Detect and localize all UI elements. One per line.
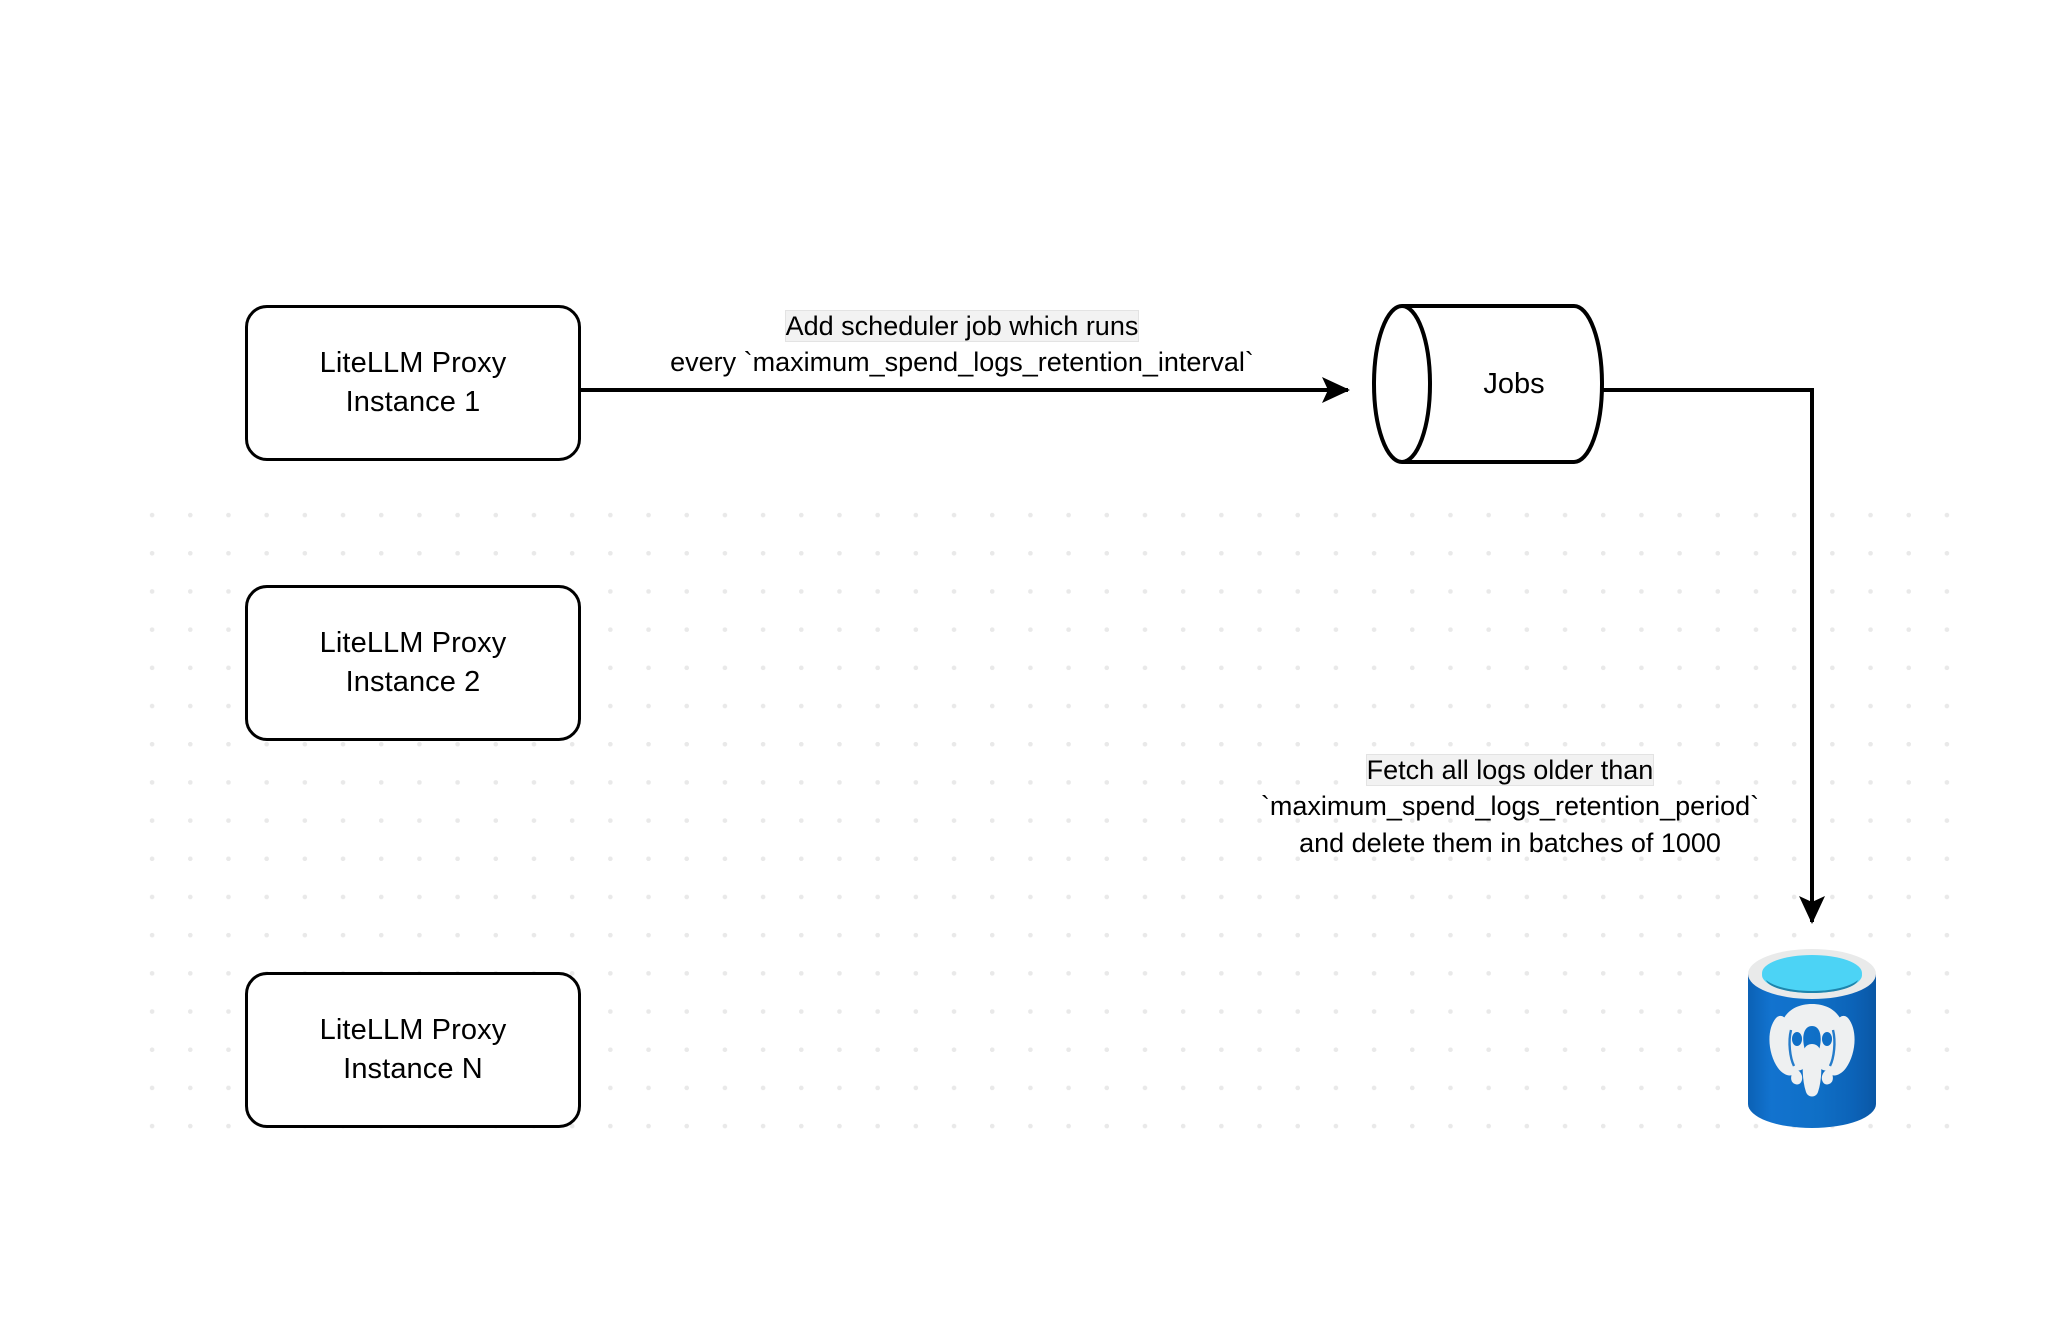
postgresql-elephant-database-icon xyxy=(1748,949,1876,1128)
node-label-line-2: Instance 1 xyxy=(345,386,481,418)
node-label-line-1: LiteLLM Proxy xyxy=(319,1014,507,1047)
node-label-line-2: Instance N xyxy=(343,1053,483,1085)
edge-label-line-1: Fetch all logs older than xyxy=(1366,755,1654,785)
edge-label-line-3: and delete them in batches of 1000 xyxy=(1299,827,1721,858)
node-label-line-2: Instance 2 xyxy=(345,666,481,698)
node-litellm-proxy-instance-n[interactable]: LiteLLM Proxy Instance N xyxy=(245,972,581,1128)
node-label-line-1: LiteLLM Proxy xyxy=(319,347,507,380)
cylinder-shape xyxy=(1372,304,1604,464)
edge-label-line-1: Add scheduler job which runs xyxy=(785,311,1139,341)
edge-label-fetch-and-delete: Fetch all logs older than `maximum_spend… xyxy=(1230,752,1790,861)
node-label-line-1: LiteLLM Proxy xyxy=(319,627,507,660)
node-litellm-proxy-instance-2[interactable]: LiteLLM Proxy Instance 2 xyxy=(245,585,581,741)
node-litellm-proxy-instance-1[interactable]: LiteLLM Proxy Instance 1 xyxy=(245,305,581,461)
edge-label-scheduler: Add scheduler job which runs every `maxi… xyxy=(612,308,1312,381)
edge-label-line-2: `maximum_spend_logs_retention_period` xyxy=(1260,791,1760,822)
edge-label-line-2: every `maximum_spend_logs_retention_inte… xyxy=(670,347,1254,378)
node-jobs-queue[interactable]: Jobs xyxy=(1372,302,1604,466)
node-postgresql-database[interactable] xyxy=(1742,946,1882,1132)
